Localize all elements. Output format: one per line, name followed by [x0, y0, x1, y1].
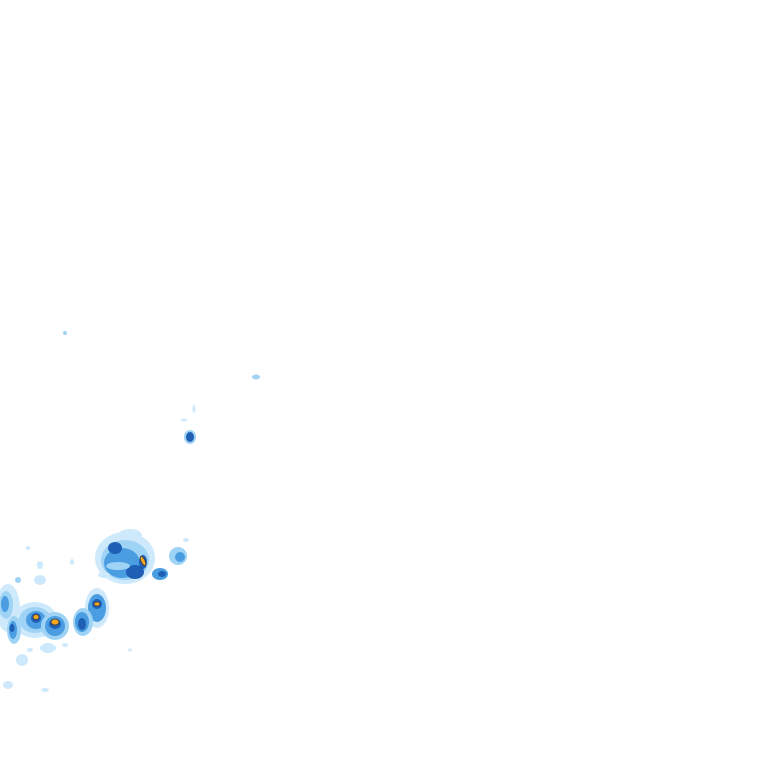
radar-echo-heavy: [126, 565, 144, 579]
radar-echo-core: [50, 618, 60, 626]
radar-echo-vlight: [26, 546, 30, 550]
storm-cluster-north: [95, 529, 189, 584]
radar-echo-vlight: [40, 643, 56, 653]
radar-echo-vlight: [183, 538, 189, 542]
radar-echo-core: [93, 601, 101, 607]
radar-echo-moderate: [175, 552, 185, 562]
radar-echo-light: [106, 562, 130, 570]
radar-echo-light: [63, 331, 67, 335]
radar-echo-vlight: [41, 688, 49, 692]
radar-echo-vlight: [37, 561, 43, 569]
radar-echo-core: [139, 555, 147, 567]
radar-echo-vlight: [70, 559, 74, 565]
radar-echo-vlight: [181, 418, 187, 422]
radar-echo-heavy: [108, 542, 122, 554]
radar-echo-heavy: [78, 618, 86, 630]
isolated-echo-center: [252, 374, 260, 380]
radar-echo-light: [252, 374, 260, 380]
isolated-cell-mid: [181, 405, 196, 444]
isolated-echo-nw: [63, 331, 67, 335]
radar-echo-heavy: [186, 432, 194, 442]
radar-echo-vlight: [118, 529, 142, 541]
radar-echo-vlight: [192, 405, 196, 413]
radar-echo-vlight: [62, 643, 68, 647]
storm-cluster-middle: [73, 588, 109, 636]
storm-cluster-southwest: [0, 575, 69, 666]
radar-echo-vlight: [3, 681, 13, 689]
radar-echo-vlight: [98, 572, 110, 578]
radar-echo-core: [32, 614, 40, 620]
radar-echo-vlight: [16, 654, 28, 666]
radar-echo-vlight: [27, 648, 33, 652]
radar-echo-vlight: [128, 648, 132, 652]
radar-echo-heavy: [158, 571, 166, 577]
radar-echo-vlight: [34, 575, 46, 585]
radar-echo-moderate: [1, 596, 9, 612]
radar-echo-light: [15, 577, 21, 583]
radar-echo-heavy: [9, 624, 15, 632]
scattered-light-echoes: [3, 546, 132, 692]
